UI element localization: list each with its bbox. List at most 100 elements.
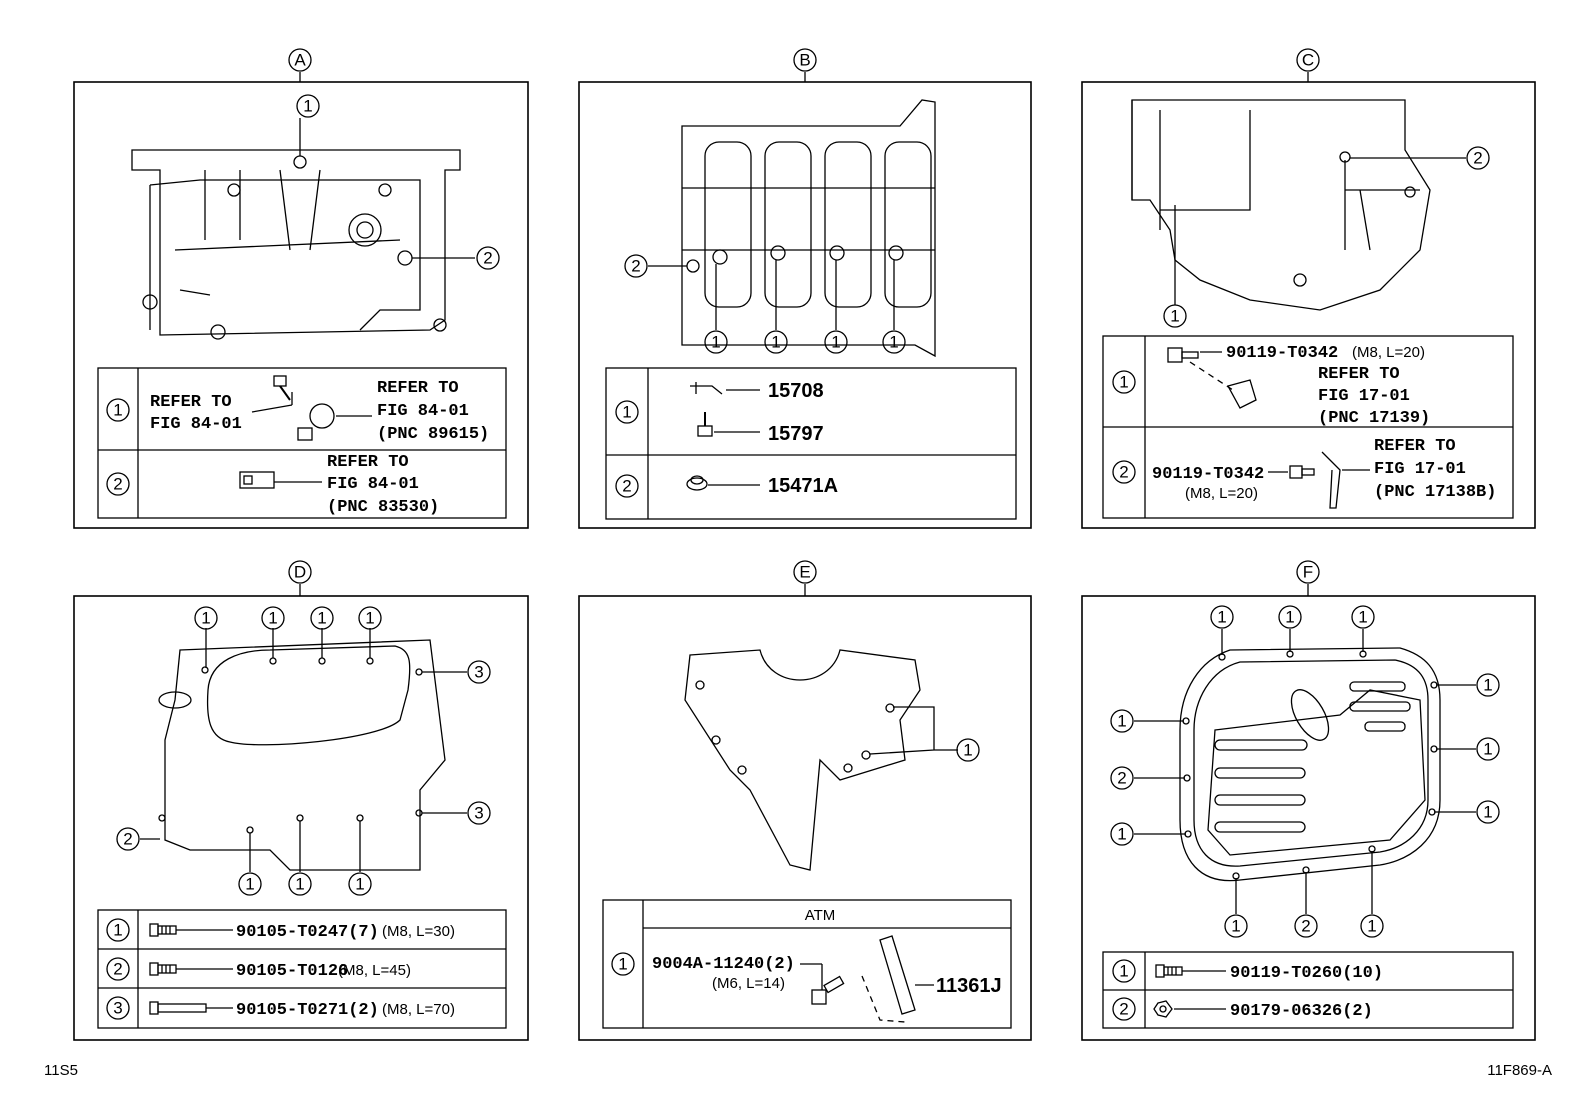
row-c-2-pnc: (PNC 17138B) xyxy=(1374,483,1496,502)
row-c-1-num: 1 xyxy=(1119,373,1128,392)
callout-d-1e: 1 xyxy=(245,875,254,894)
row-d-2-num: 2 xyxy=(113,960,122,979)
row-a-2-fig: FIG 84-01 xyxy=(327,475,419,494)
oil-pressure-switch-icon xyxy=(239,471,275,489)
callout-f-1i: 1 xyxy=(1231,917,1240,936)
oil-pan-side-drawing xyxy=(1131,99,1466,311)
part-15471a: 15471A xyxy=(768,475,838,497)
row-e-1-num: 1 xyxy=(618,955,627,974)
panel-d-table: 1 2 3 90105-T0247(7) (M8, L=30) 90105-T0… xyxy=(97,909,507,1029)
callout-d-1a: 1 xyxy=(201,609,210,628)
callout-a-1: 1 xyxy=(303,97,312,116)
row-d-3-part: 90105-T0271(2) xyxy=(236,1001,379,1020)
panel-d: D 1 1 1 1 xyxy=(73,560,529,1041)
row-a-1-num: 1 xyxy=(113,401,122,420)
panel-a-marker xyxy=(288,48,312,72)
row-c-2-num: 2 xyxy=(1119,463,1128,482)
figure-id: 11F869-A xyxy=(1487,1062,1552,1079)
table-header-atm: ATM xyxy=(805,907,836,924)
row-c-1-fig: FIG 17-01 xyxy=(1318,387,1410,406)
row-a-2-refer: REFER TO xyxy=(327,453,409,472)
cylinder-block-drawing xyxy=(648,99,936,358)
row-c-2-refer: REFER TO xyxy=(1374,437,1456,456)
callout-a-2: 2 xyxy=(483,249,492,268)
callout-b-2: 2 xyxy=(631,257,640,276)
panel-f-letter: F xyxy=(1303,563,1313,582)
row-c-2-fig: FIG 17-01 xyxy=(1374,460,1466,479)
row-b-2-num: 2 xyxy=(622,477,631,496)
row-a-2-pnc: (PNC 83530) xyxy=(327,498,439,517)
row-c-1-refer: REFER TO xyxy=(1318,365,1400,384)
callout-c-2: 2 xyxy=(1473,149,1482,168)
callout-f-2b: 2 xyxy=(1301,917,1310,936)
callout-f-1e: 1 xyxy=(1483,740,1492,759)
callout-d-1b: 1 xyxy=(268,609,277,628)
panel-e-table: ATM 1 9004A-11240(2) (M6, L=14) 11361J xyxy=(602,899,1012,1029)
panel-b: B 1 1 1 1 2 1 xyxy=(578,48,1032,529)
callout-f-1a: 1 xyxy=(1217,608,1226,627)
panel-a-letter: A xyxy=(294,51,306,70)
row-e-1-part: 9004A-11240(2) xyxy=(652,955,795,974)
bolt-icon xyxy=(697,412,713,437)
row-f-1-num: 1 xyxy=(1119,962,1128,981)
row-a-1-fig: FIG 84-01 xyxy=(150,415,242,434)
panel-b-letter: B xyxy=(799,51,810,70)
bolt-icon xyxy=(1289,465,1315,479)
callout-d-3a: 3 xyxy=(474,663,483,682)
panel-f: F xyxy=(1081,560,1536,1041)
callout-f-1f: 1 xyxy=(1483,803,1492,822)
row-a-1-refer-right: REFER TO xyxy=(377,379,459,398)
panel-d-letter: D xyxy=(294,563,306,582)
row-f-1-part: 90119-T0260(10) xyxy=(1230,964,1383,983)
row-c-1-spec: (M8, L=20) xyxy=(1352,344,1425,361)
callout-f-1g: 1 xyxy=(1117,712,1126,731)
callout-f-1h: 1 xyxy=(1117,825,1126,844)
row-c-1-pnc: (PNC 17139) xyxy=(1318,409,1430,428)
row-d-1-part: 90105-T0247(7) xyxy=(236,923,379,942)
nut-icon xyxy=(1153,1000,1173,1018)
row-a-2-num: 2 xyxy=(113,475,122,494)
panel-a-table: 1 2 REFER TO FIG 84-01 REFER TO FIG 84-0… xyxy=(97,367,507,519)
cover-plate-icon xyxy=(879,935,916,1015)
row-d-1-num: 1 xyxy=(113,921,122,940)
callout-d-2: 2 xyxy=(123,830,132,849)
row-f-2-num: 2 xyxy=(1119,1000,1128,1019)
part-15708: 15708 xyxy=(768,380,824,402)
row-c-2-spec: (M8, L=20) xyxy=(1185,485,1258,502)
part-11361j: 11361J xyxy=(936,975,1002,997)
panel-e: E 1 ATM 1 9004A-11240(2) (M6, L=14) xyxy=(578,560,1032,1041)
row-d-3-spec: (M8, L=70) xyxy=(382,1001,455,1018)
panel-f-table: 1 2 90119-T0260(10) 90179-06326(2) xyxy=(1102,951,1514,1029)
part-15797: 15797 xyxy=(768,423,824,445)
bolt-icon xyxy=(1167,347,1199,363)
callout-f-1d: 1 xyxy=(1483,676,1492,695)
row-a-1-refer: REFER TO xyxy=(150,393,232,412)
callout-b-1c: 1 xyxy=(831,333,840,352)
panel-c-table: 1 2 90119-T0342 (M8, L=20) REFER TO FIG … xyxy=(1102,335,1514,519)
bracket-icon xyxy=(690,382,723,395)
row-f-2-part: 90179-06326(2) xyxy=(1230,1002,1373,1021)
callout-f-1c: 1 xyxy=(1358,608,1367,627)
callout-d-3b: 3 xyxy=(474,804,483,823)
row-d-2-spec: (M8, L=45) xyxy=(338,962,411,979)
bolt-icon xyxy=(273,375,291,401)
panel-a: A 1 2 1 2 REFER TO xyxy=(73,48,529,529)
drive-plate-cover-drawing xyxy=(684,649,958,871)
panel-e-letter: E xyxy=(799,563,810,582)
callout-d-1c: 1 xyxy=(317,609,326,628)
plug-icon xyxy=(686,475,708,491)
sheet-code: 11S5 xyxy=(44,1062,78,1079)
panel-c: C 2 1 1 2 90119-T0342 (M8, L=20) REFER T xyxy=(1081,48,1536,529)
row-a-1-pnc: (PNC 89615) xyxy=(377,425,489,444)
callout-f-1b: 1 xyxy=(1285,608,1294,627)
callout-d-1d: 1 xyxy=(365,609,374,628)
callout-c-1: 1 xyxy=(1170,307,1179,326)
callout-f-2a: 2 xyxy=(1117,769,1126,788)
bracket-icon xyxy=(1321,451,1341,509)
stiffening-plate-drawing xyxy=(140,628,467,872)
panel-c-letter: C xyxy=(1302,51,1314,70)
row-d-1-spec: (M8, L=30) xyxy=(382,923,455,940)
row-b-1-num: 1 xyxy=(622,403,631,422)
callout-d-1f: 1 xyxy=(295,875,304,894)
